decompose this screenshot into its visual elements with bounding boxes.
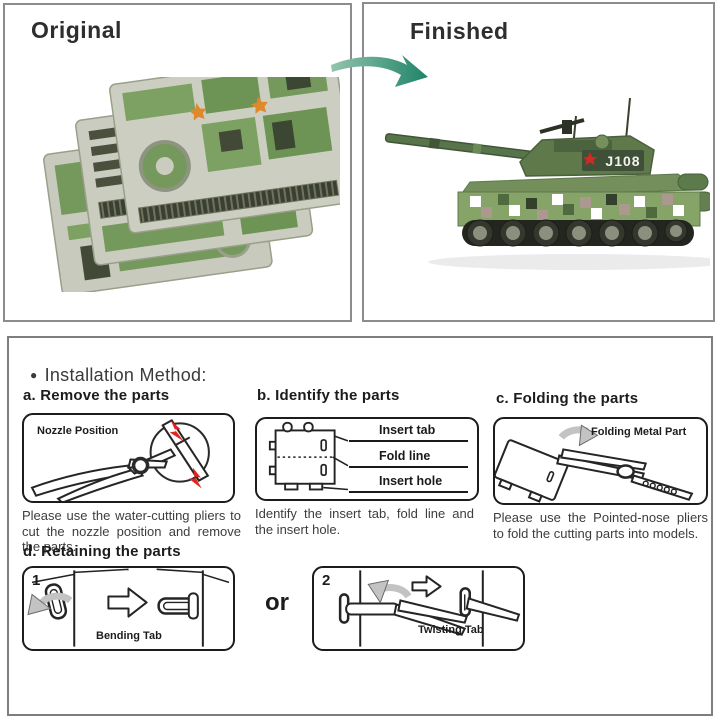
insert-hole-label-row: Insert hole [349, 474, 468, 493]
option2-number: 2 [322, 572, 331, 589]
step-a-title: a. Remove the parts [23, 387, 170, 404]
original-title: Original [31, 17, 122, 43]
bending-tab-label: Bending Tab [96, 630, 162, 642]
finished-title: Finished [410, 18, 509, 44]
step-a-caption: Please use the water-cutting pliers to c… [22, 508, 241, 555]
nozzle-position-label: Nozzle Position [37, 425, 119, 437]
step-c-caption: Please use the Pointed-nose pliers to fo… [493, 510, 708, 541]
installation-header-label: Installation Method: [44, 365, 207, 385]
fold-line-label-row: Fold line [349, 449, 468, 468]
twisting-tab-drawing [338, 570, 521, 647]
cutting-pliers-drawing [30, 418, 210, 501]
transition-arrow-icon [331, 55, 428, 87]
bending-tab-drawing [27, 568, 230, 647]
or-separator: or [265, 589, 289, 616]
insert-tab-label-row: Insert tab [349, 423, 468, 442]
folding-pliers-drawing [495, 424, 694, 503]
step-a-illustration: Nozzle Position [22, 413, 235, 503]
finished-panel: Finished J108 [362, 2, 715, 322]
twisting-tab-label: Twisting Tab [418, 624, 484, 636]
bullet-icon: ● [30, 368, 38, 382]
insert-hole-label: Insert hole [379, 474, 443, 488]
step-b-title: b. Identify the parts [257, 387, 400, 404]
option1-number: 1 [32, 572, 41, 589]
step-d-title: d. Retaining the parts [23, 543, 181, 560]
step-b-illustration: Insert tab Fold line Insert hole [255, 417, 479, 501]
original-panel: Original [3, 3, 352, 322]
part-diagram-drawing [268, 421, 349, 491]
step-d-option1-illustration: 1 Bending Tab [22, 566, 235, 651]
finished-tank-illustration: J108 [384, 97, 710, 270]
step-c-illustration: Folding Metal Part [493, 417, 708, 505]
step-c-title: c. Folding the parts [496, 390, 639, 407]
tank-marking: J108 [605, 153, 640, 169]
installation-header: ● Installation Method: [30, 365, 207, 386]
folding-metal-part-label: Folding Metal Part [591, 426, 687, 438]
step-b-caption: Identify the insert tab, fold line and t… [255, 506, 474, 537]
fold-line-label: Fold line [379, 449, 431, 463]
installation-panel: ● Installation Method: a. Remove the part… [7, 336, 713, 716]
metal-sheets-illustration [43, 77, 340, 292]
step-d-option2-illustration: 2 Twisting Tab [312, 566, 525, 651]
insert-tab-label: Insert tab [379, 423, 436, 437]
